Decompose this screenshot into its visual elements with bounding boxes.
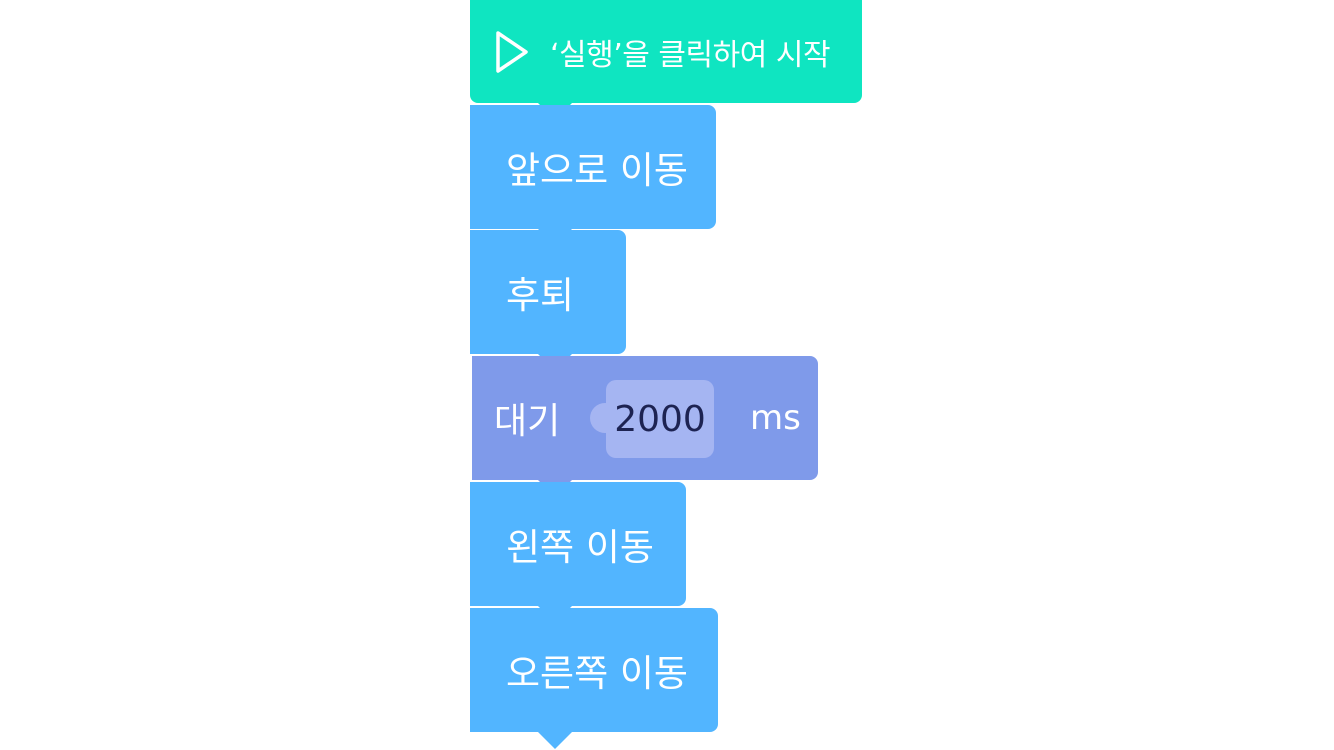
move-forward-label: 앞으로 이동 [506, 149, 688, 192]
move-backward-label: 후퇴 [506, 274, 575, 317]
wait-duration-input[interactable]: 2000 [606, 380, 714, 458]
block-connector-notch [538, 732, 572, 749]
play-icon [494, 30, 530, 74]
move-left-block[interactable]: 왼쪽 이동 [470, 482, 686, 623]
wait-label: 대기 [494, 401, 561, 442]
move-right-label: 오른쪽 이동 [506, 652, 688, 695]
start-block-label: ‘실행’을 클릭하여 시작 [550, 37, 831, 73]
move-backward-block[interactable]: 후퇴 [470, 230, 626, 371]
move-right-block[interactable]: 오른쪽 이동 [470, 608, 718, 749]
wait-block[interactable]: 대기 2000 ms [472, 356, 818, 497]
wait-unit-label: ms [750, 398, 801, 438]
move-left-label: 왼쪽 이동 [506, 526, 654, 569]
start-block[interactable]: ‘실행’을 클릭하여 시작 [470, 0, 862, 120]
move-forward-block[interactable]: 앞으로 이동 [470, 105, 716, 246]
